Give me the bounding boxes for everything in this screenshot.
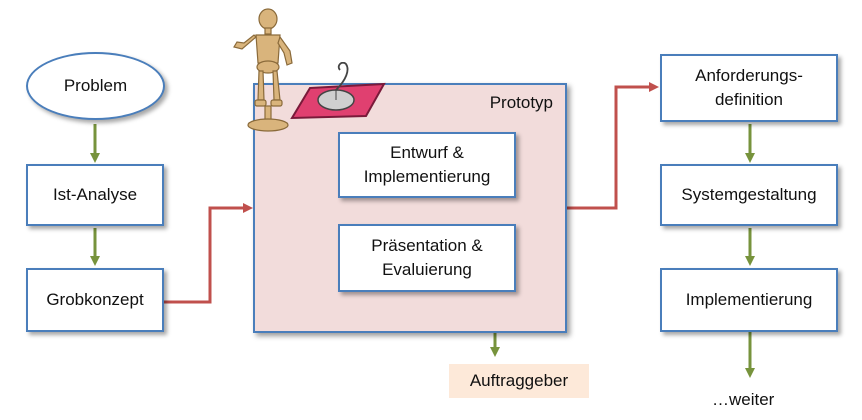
anforderung-label: Anforderungs- definition — [695, 66, 803, 109]
problem-ellipse: Problem — [26, 52, 165, 120]
entwurf-label: Entwurf & Implementierung — [363, 143, 491, 186]
praesentation-label: Präsentation & Evaluierung — [371, 236, 483, 279]
praesentation-box: Präsentation & Evaluierung — [338, 224, 516, 292]
ist-analyse-label: Ist-Analyse — [52, 185, 138, 204]
arrow-grob-to-prototyp — [164, 203, 253, 304]
prototyp-label: Prototyp — [489, 93, 553, 112]
auftraggeber-box: Auftraggeber — [449, 364, 589, 398]
ist-analyse-box: Ist-Analyse — [26, 164, 164, 226]
implementierung-label: Implementierung — [685, 290, 813, 309]
weiter-label: …weiter — [712, 390, 775, 409]
implementierung-box: Implementierung — [660, 268, 838, 332]
mannequin-illustration — [233, 8, 293, 132]
wooden-mannequin-icon — [233, 8, 293, 132]
systemgestaltung-box: Systemgestaltung — [660, 164, 838, 226]
arrow-prototyp-to-anforderung — [567, 82, 659, 210]
grobkonzept-label: Grobkonzept — [46, 290, 144, 309]
anforderung-box: Anforderungs- definition — [660, 54, 838, 122]
mouse-illustration — [290, 62, 386, 120]
grobkonzept-box: Grobkonzept — [26, 268, 164, 332]
computer-mouse-icon — [317, 62, 355, 111]
entwurf-box: Entwurf & Implementierung — [338, 132, 516, 198]
auftraggeber-label: Auftraggeber — [469, 371, 569, 390]
problem-label: Problem — [63, 76, 128, 95]
systemgestaltung-label: Systemgestaltung — [681, 185, 817, 204]
